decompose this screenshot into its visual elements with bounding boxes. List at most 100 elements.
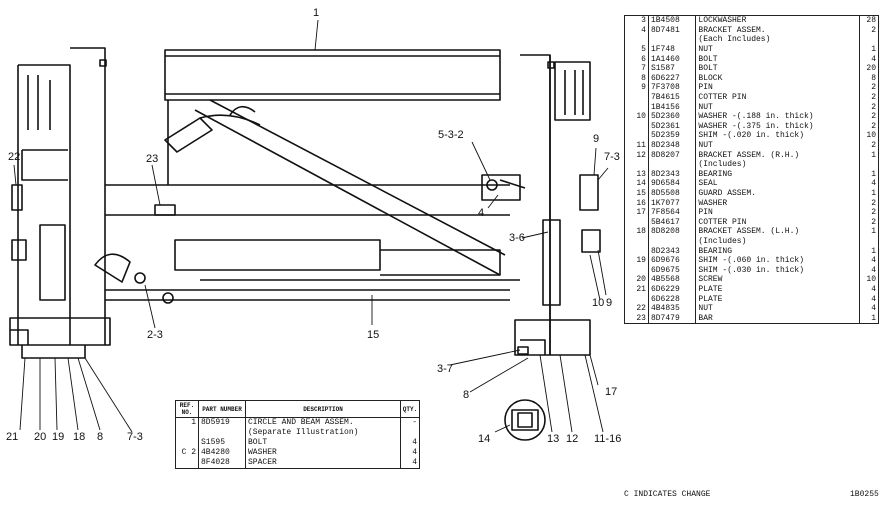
parts-row-qty: 2 <box>871 141 876 151</box>
parts-row-description: BOLT <box>695 54 861 64</box>
parts-row-ref: 15 <box>624 188 649 199</box>
parts-row-ref: 9 <box>624 83 649 93</box>
legend-header-row: REF. NO. PART NUMBER DESCRIPTION QTY. <box>175 400 420 418</box>
callout-11-16: 11-16 <box>594 433 622 445</box>
callout-13: 13 <box>547 433 560 445</box>
parts-row-qty: 8 <box>871 73 876 83</box>
legend-table: REF. NO. PART NUMBER DESCRIPTION QTY. 1 8… <box>175 400 420 469</box>
callout-1: 1 <box>313 7 320 19</box>
parts-row-part-number: 4B4835 <box>648 303 697 314</box>
parts-row-part-number: 1F748 <box>648 44 697 55</box>
callout-10: 10 <box>592 297 605 309</box>
parts-row-part-number: 7F3708 <box>648 83 697 93</box>
parts-row-description: BEARING <box>695 246 861 256</box>
legend-row-ref <box>175 458 199 469</box>
parts-row-part-number: 5D2361 <box>648 121 697 132</box>
parts-row-ref: 7 <box>624 63 649 74</box>
legend-row-description: SPACER <box>245 458 401 469</box>
parts-row-qty: 4 <box>871 54 876 64</box>
parts-row-ref <box>624 92 649 103</box>
leader-lines <box>13 19 609 433</box>
parts-row-description: BRACKET ASSEM. <box>695 25 861 36</box>
parts-row-ref: 17 <box>624 207 649 218</box>
parts-row-qty <box>860 237 879 247</box>
parts-row-qty: 20 <box>866 64 876 74</box>
parts-row-description: BRACKET ASSEM. (R.H.) <box>695 150 861 160</box>
parts-row-description: SHIM -(.020 in. thick) <box>695 131 861 141</box>
parts-row-qty: 4 <box>871 304 876 314</box>
parts-row-ref <box>624 246 649 256</box>
parts-row-description: LOCKWASHER <box>695 15 861 26</box>
callout-7-3-left: 7-3 <box>127 431 143 443</box>
callout-2-3: 2-3 <box>147 329 163 341</box>
parts-row-ref: 3 <box>624 15 649 26</box>
diagonal-bar <box>164 99 506 276</box>
parts-row-qty <box>860 35 879 45</box>
parts-row-part-number: 7B4615 <box>648 92 697 103</box>
parts-row-description: PLATE <box>695 294 861 304</box>
legend-header-ref: REF. NO. <box>175 400 199 418</box>
parts-row-description: NUT <box>695 44 861 55</box>
legend-header-description: DESCRIPTION <box>245 400 401 418</box>
change-note: C INDICATES CHANGE <box>624 490 711 499</box>
legend-row-ref <box>175 428 199 438</box>
bracket-assem <box>481 174 526 201</box>
callout-15: 15 <box>367 329 380 341</box>
parts-row-description: NUT <box>695 102 861 112</box>
parts-row-part-number <box>648 236 697 247</box>
parts-row-qty: 2 <box>871 102 876 112</box>
parts-row-part-number: 5D2359 <box>648 131 697 141</box>
parts-row-part-number <box>648 35 697 45</box>
parts-row-ref: 13 <box>624 169 649 180</box>
callout-4: 4 <box>478 207 485 219</box>
parts-row-description: SCREW <box>695 275 861 285</box>
parts-row-qty: 4 <box>871 256 876 266</box>
legend-row-part-number: 4B4280 <box>198 448 246 458</box>
parts-row-qty: 2 <box>871 208 876 218</box>
parts-row-description: WASHER <box>695 198 861 208</box>
parts-row-description: COTTER PIN <box>695 217 861 228</box>
callout-23: 23 <box>146 153 159 165</box>
circle-beam-top <box>164 49 501 185</box>
callout-20: 20 <box>34 431 47 443</box>
legend-row-qty: 4 <box>412 448 417 457</box>
parts-row-qty: 1 <box>871 150 876 160</box>
parts-row-ref <box>624 121 649 132</box>
callout-3-6: 3-6 <box>509 232 525 244</box>
bearing-detail <box>504 399 546 441</box>
parts-row-part-number: 8D2348 <box>648 140 697 151</box>
parts-row-ref <box>624 217 649 228</box>
parts-row-description: NUT <box>695 140 861 151</box>
legend-row-ref: 1 <box>175 417 199 428</box>
parts-row-ref: 4 <box>624 25 649 36</box>
callout-5-3-2: 5-3-2 <box>438 129 464 141</box>
parts-row-part-number: 8D8208 <box>648 227 697 237</box>
legend-row: (Separate Illustration) <box>175 428 420 438</box>
figure-id: 1B0255 <box>850 490 879 499</box>
parts-row-part-number: 8D5508 <box>648 188 697 199</box>
legend-row-qty: 4 <box>412 438 417 447</box>
parts-row-part-number: 6D9676 <box>648 255 697 266</box>
callout-18: 18 <box>73 431 86 443</box>
legend-row-qty: - <box>412 418 417 427</box>
parts-row-description: (Includes) <box>695 236 861 247</box>
parts-row-part-number: 8D7481 <box>648 25 697 36</box>
legend-row-description: (Separate Illustration) <box>245 428 401 438</box>
parts-row-qty: 4 <box>871 294 876 304</box>
